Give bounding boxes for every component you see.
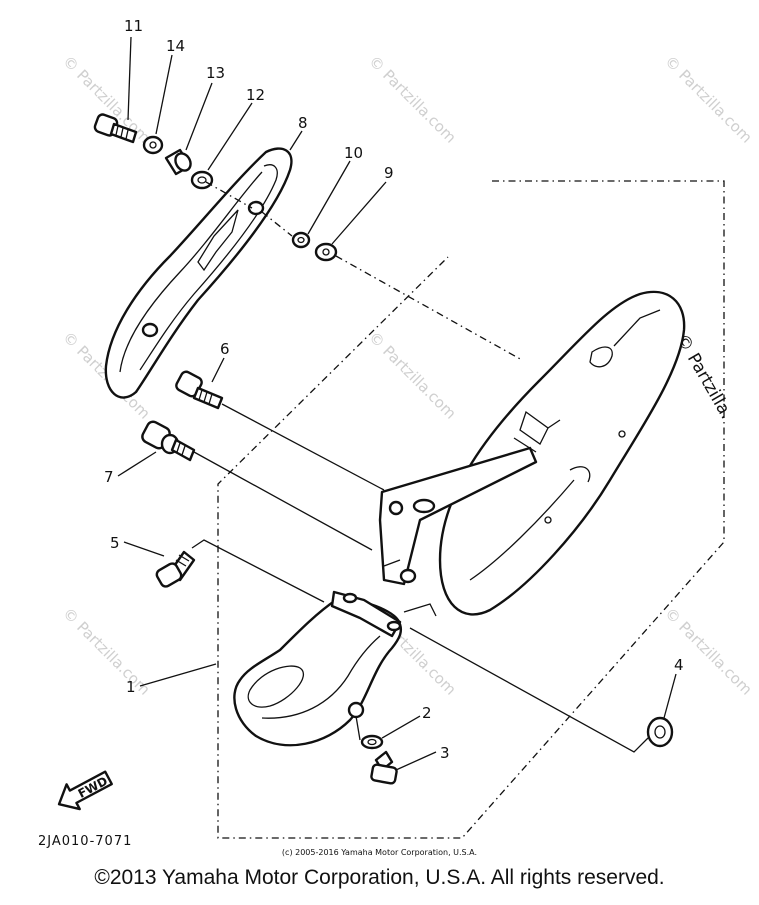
callout-7: 7 (104, 468, 114, 486)
callout-9: 9 (384, 164, 394, 182)
diagram-code: 2JA010-7071 (38, 834, 133, 849)
bolt-7 (141, 420, 196, 462)
exhaust-pipe (233, 590, 437, 747)
callout-5: 5 (110, 534, 120, 552)
collar-13 (164, 148, 192, 176)
washer-9 (314, 242, 338, 262)
washer-10 (291, 231, 311, 249)
muffler-bracket (378, 446, 538, 586)
watermark-low-right: © Partzilla.com (661, 604, 756, 699)
callout-3: 3 (440, 744, 450, 762)
gasket-2 (360, 734, 384, 750)
bolt-6 (175, 370, 224, 410)
copyright-footer: ©2013 Yamaha Motor Corporation, U.S.A. A… (94, 866, 665, 889)
assembly-boundary (217, 180, 725, 839)
callout-2: 2 (422, 704, 432, 722)
callout-1: 1 (126, 678, 136, 696)
callout-12: 12 (246, 86, 265, 104)
callout-4: 4 (674, 656, 684, 674)
washer-14 (142, 135, 164, 155)
watermark-mid-center: © Partzilla.com (365, 328, 460, 423)
fwd-arrow: FWD (57, 770, 113, 811)
bolt-5 (155, 550, 196, 588)
heat-shield (104, 147, 293, 399)
callout-11: 11 (124, 17, 143, 35)
callout-13: 13 (206, 64, 225, 82)
clip-4 (646, 716, 674, 748)
bolt-3 (370, 750, 398, 785)
leader-lines (117, 36, 677, 771)
grommet-12 (190, 170, 214, 190)
bolt-11 (93, 113, 138, 144)
callout-14: 14 (166, 37, 185, 55)
callout-labels: 11 14 13 12 8 10 9 6 7 5 1 2 3 4 (104, 17, 684, 762)
callout-10: 10 (344, 144, 363, 162)
callout-6: 6 (220, 340, 230, 358)
watermark-top-center: © Partzilla.com (365, 52, 460, 147)
watermark-low-left: © Partzilla.com (59, 604, 154, 699)
muffler-body (438, 290, 686, 616)
callout-8: 8 (298, 114, 308, 132)
small-copyright: (c) 2005-2016 Yamaha Motor Corporation, … (281, 848, 478, 857)
fwd-arrow-icon (57, 770, 113, 811)
watermark-top-right: © Partzilla.com (661, 52, 756, 147)
